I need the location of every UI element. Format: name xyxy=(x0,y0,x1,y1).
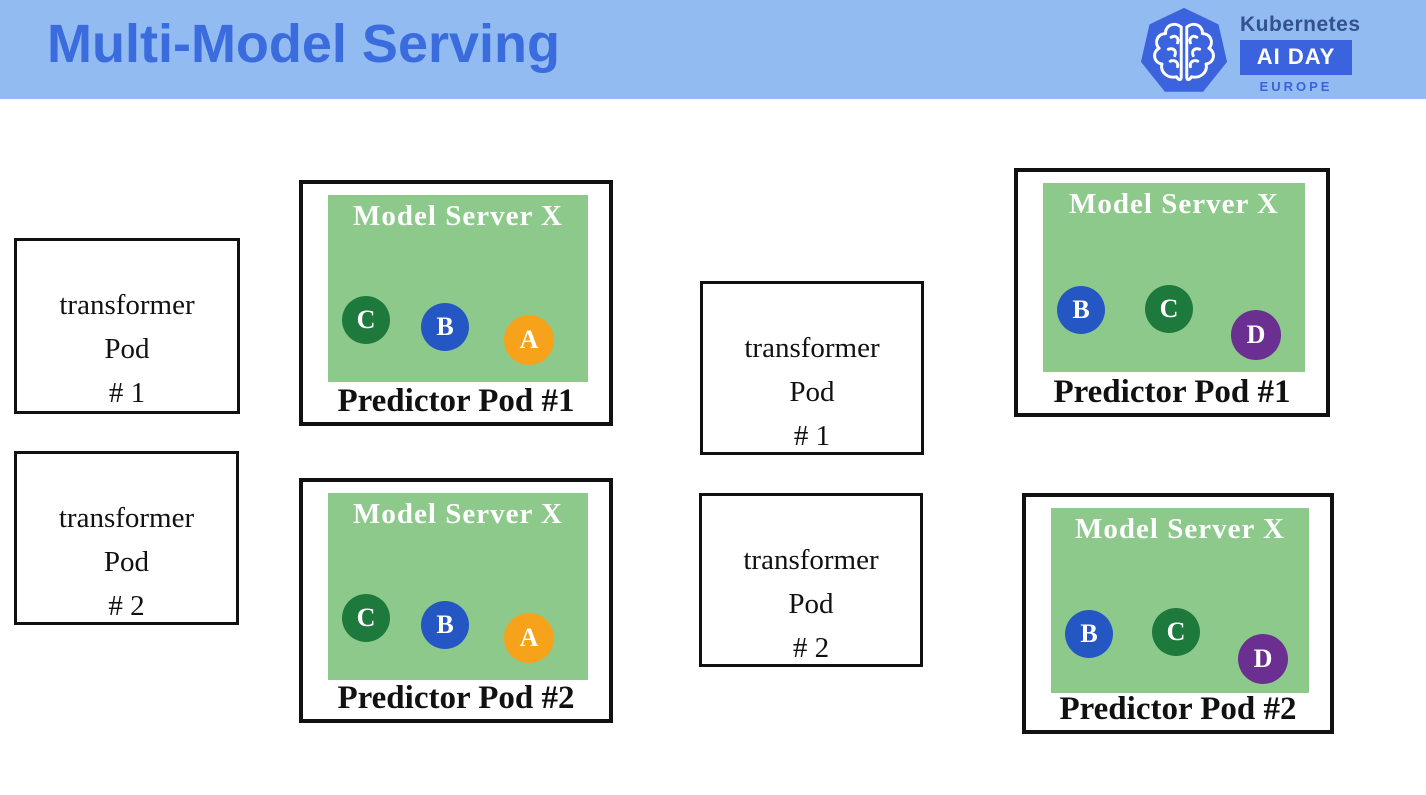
page-title: Multi-Model Serving xyxy=(47,14,560,74)
model-circle-b: B xyxy=(421,303,469,351)
predictor-pod-caption: Predictor Pod #2 xyxy=(337,680,575,716)
model-server-label: Model Server X xyxy=(353,200,563,232)
kubernetes-ai-day-logo: Kubernetes AI DAY EUROPE xyxy=(1136,4,1396,99)
logo-region: EUROPE xyxy=(1259,79,1333,94)
predictor-pod-caption: Predictor Pod #1 xyxy=(1053,374,1291,410)
model-circle-c: C xyxy=(1152,608,1200,656)
label-line: transformer xyxy=(59,289,195,321)
label-line: Pod xyxy=(104,333,150,365)
header-banner: Multi-Model Serving Kubernetes AI DAY xyxy=(0,0,1426,99)
transformer-pod-label: transformer Pod # 1 xyxy=(17,241,237,415)
logo-text-block: Kubernetes AI DAY EUROPE xyxy=(1240,13,1361,94)
model-circle-d: D xyxy=(1231,310,1281,360)
logo-brand: Kubernetes xyxy=(1240,13,1361,36)
predictor-pod-1-left: Model Server X C B A Predictor Pod #1 xyxy=(299,180,613,426)
label-line: Pod xyxy=(789,376,835,408)
label-line: # 1 xyxy=(793,420,831,452)
transformer-pod-label: transformer Pod # 2 xyxy=(702,496,920,670)
model-circle-a: A xyxy=(504,613,554,663)
logo-event-badge: AI DAY xyxy=(1240,40,1352,75)
transformer-pod-1-middle: transformer Pod # 1 xyxy=(700,281,924,455)
predictor-pod-caption: Predictor Pod #2 xyxy=(1059,691,1297,727)
label-line: # 2 xyxy=(792,632,830,664)
label-line: # 2 xyxy=(108,590,145,622)
model-circle-c: C xyxy=(1145,285,1193,333)
model-server-box: Model Server X xyxy=(1051,508,1309,693)
predictor-pod-2-left: Model Server X C B A Predictor Pod #2 xyxy=(299,478,613,723)
model-circle-b: B xyxy=(1057,286,1105,334)
transformer-pod-label: transformer Pod # 1 xyxy=(703,284,921,458)
predictor-pod-caption: Predictor Pod #1 xyxy=(337,383,575,419)
model-circle-c: C xyxy=(342,594,390,642)
label-line: transformer xyxy=(58,502,195,534)
label-line: transformer xyxy=(743,544,879,576)
predictor-pod-1-right: Model Server X B C D Predictor Pod #1 xyxy=(1014,168,1330,417)
label-line: # 1 xyxy=(108,377,146,409)
model-circle-d: D xyxy=(1238,634,1288,684)
model-circle-b: B xyxy=(421,601,469,649)
transformer-pod-1-left: transformer Pod # 1 xyxy=(14,238,240,414)
transformer-pod-label: transformer Pod # 2 xyxy=(17,454,236,628)
label-line: Pod xyxy=(788,588,834,620)
model-circle-c: C xyxy=(342,296,390,344)
model-server-label: Model Server X xyxy=(1075,513,1285,545)
transformer-pod-2-left: transformer Pod # 2 xyxy=(14,451,239,625)
label-line: transformer xyxy=(744,332,880,364)
model-circle-b: B xyxy=(1065,610,1113,658)
model-server-label: Model Server X xyxy=(353,498,563,530)
brain-heptagon-icon xyxy=(1140,7,1228,92)
model-server-box: Model Server X xyxy=(328,195,588,382)
label-line: Pod xyxy=(103,546,150,578)
predictor-pod-2-right: Model Server X B C D Predictor Pod #2 xyxy=(1022,493,1334,734)
transformer-pod-2-middle: transformer Pod # 2 xyxy=(699,493,923,667)
model-server-label: Model Server X xyxy=(1069,188,1279,220)
model-circle-a: A xyxy=(504,315,554,365)
